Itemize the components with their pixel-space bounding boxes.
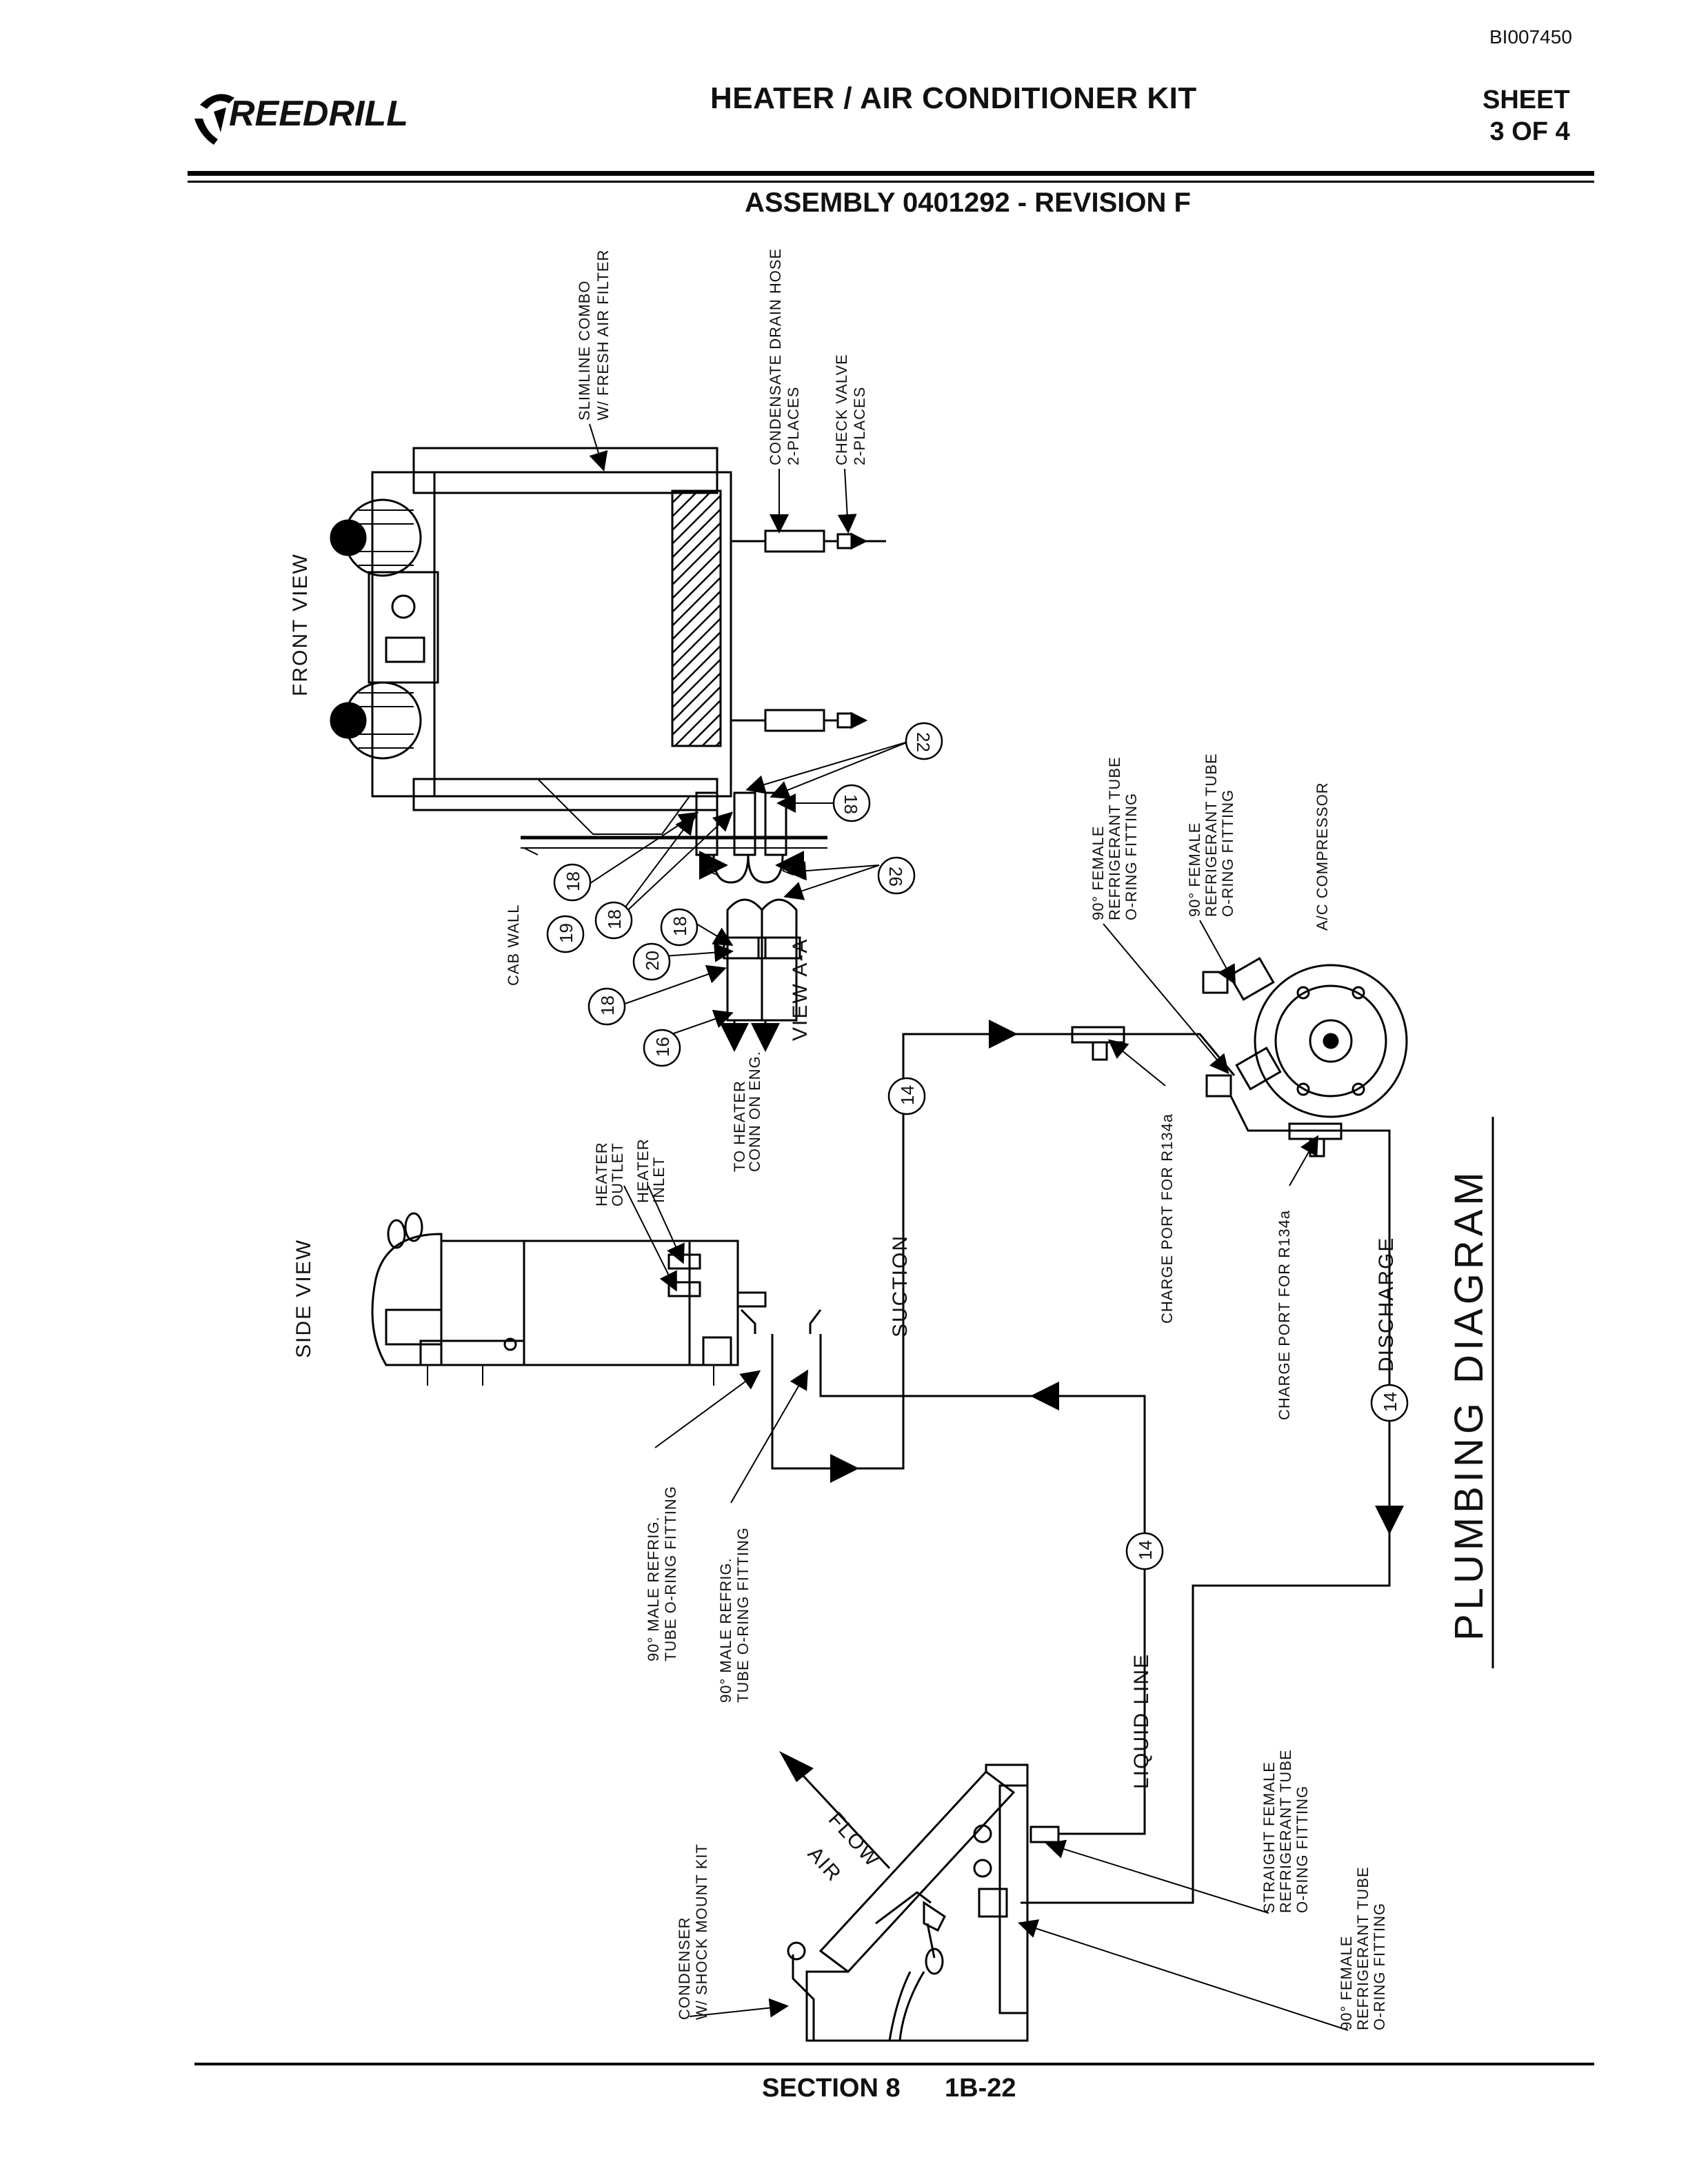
side-housing (523, 1240, 739, 1366)
male90-a-label-1: 90° MALE REFRIG. (645, 1516, 662, 1661)
liquid-line (819, 1334, 1146, 1835)
mount-bracket-top (412, 447, 719, 494)
female90-b-label-2: REFRIGERANT TUBE (1203, 753, 1220, 917)
footer-rule (194, 2063, 1594, 2065)
sheet-label: SHEET (1483, 85, 1570, 114)
slimline-label-2: W/ FRESH AIR FILTER (594, 250, 612, 421)
callout-26: 26 (885, 867, 906, 887)
side-view-label: SIDE VIEW (292, 1239, 315, 1358)
compressor-label: A/C COMPRESSOR (1314, 782, 1331, 931)
callout-18-c: 18 (604, 909, 625, 929)
female90-a-label-2: REFRIGERANT TUBE (1106, 756, 1123, 920)
assembly-title: ASSEMBLY 0401292 - REVISION F (745, 188, 1191, 218)
page-title: HEATER / AIR CONDITIONER KIT (710, 81, 1197, 115)
control-panel (368, 571, 439, 684)
female90-c-label-2: REFRIGERANT TUBE (1354, 1866, 1372, 2030)
condenser-label-1: CONDENSER (676, 1917, 693, 2020)
reedrill-logo: REEDRILL (194, 94, 408, 145)
callout-circles (546, 722, 1409, 1570)
control-knob-icon (391, 594, 416, 619)
evaporator-coil (671, 489, 722, 747)
discharge-label: DISCHARGE (1375, 1237, 1398, 1372)
heater-outlet-port (667, 1253, 701, 1270)
view-aa-label: VIEW A-A (789, 938, 812, 1041)
male90-b-label-2: TUBE O-RING FITTING (734, 1527, 752, 1703)
female90-a-label-3: O-RING FITTING (1123, 793, 1140, 920)
callout-18-e: 18 (597, 995, 618, 1015)
drain-hose-upper (731, 529, 886, 553)
air-flow-label-air: AIR (803, 1843, 846, 1887)
side-view (371, 1212, 767, 1386)
logo-swoosh-icon (194, 94, 234, 145)
callout-16: 16 (652, 1037, 673, 1057)
heater-inlet-label-1: HEATER (634, 1138, 652, 1203)
charge-port-label-2: CHARGE PORT FOR R134a (1276, 1210, 1293, 1420)
female90-b-label-1: 90° FEMALE (1186, 822, 1203, 917)
plumbing-diagram-title: PLUMBING DIAGRAM (1447, 1168, 1491, 1641)
callout-18-a: 18 (841, 794, 861, 814)
section-marker-a2: A (779, 865, 796, 876)
check-valve-label-2: 2-PLACES (851, 387, 868, 465)
callout-14-suction: 14 (897, 1085, 918, 1105)
callout-20: 20 (642, 951, 663, 971)
front-view-label: FRONT VIEW (289, 553, 312, 696)
straight-female-label-1: STRAIGHT FEMALE (1260, 1761, 1278, 1913)
slimline-housing (371, 471, 732, 798)
charge-port-label-1: CHARGE PORT FOR R134a (1158, 1113, 1176, 1324)
liquid-line-label: LIQUID LINE (1130, 1653, 1153, 1789)
male90-a-label-2: TUBE O-RING FITTING (662, 1486, 679, 1661)
sheet-number: 3 OF 4 (1489, 117, 1570, 146)
heater-inlet-label-2: INLET (650, 1157, 667, 1203)
sheet-indicator: SHEET 3 OF 4 (1483, 84, 1570, 148)
to-heater-label-2: CONN ON ENG. (746, 1051, 763, 1172)
section-marker-a: A (703, 865, 721, 876)
callout-18-b: 18 (563, 871, 583, 891)
air-flow-arrow-icon (779, 1751, 891, 1870)
callout-22: 22 (913, 732, 934, 752)
mount-bracket-bottom (412, 778, 719, 811)
female90-a-label-1: 90° FEMALE (1089, 826, 1107, 920)
header-rule-thick (188, 171, 1594, 176)
suction-label: SUCTION (889, 1235, 912, 1337)
check-valve-label-1: CHECK VALVE (833, 354, 850, 465)
condenser-label-2: W/ SHOCK MOUNT KIT (693, 1843, 710, 2020)
slimline-label-1: SLIMLINE COMBO (576, 281, 593, 421)
drain-hose-lower (731, 709, 868, 732)
condenser (787, 1763, 1060, 2042)
ac-compressor (1202, 957, 1408, 1118)
to-heater-label-1: TO HEATER (731, 1080, 748, 1172)
straight-female-label-2: REFRIGERANT TUBE (1277, 1749, 1294, 1913)
suction-line (771, 1033, 1072, 1470)
straight-female-label-3: O-RING FITTING (1294, 1786, 1311, 1913)
section-view-aa (699, 851, 804, 1052)
footer-page-number: 1B-22 (945, 2074, 1016, 2103)
footer-section: SECTION 8 (762, 2074, 901, 2103)
logo-text: REEDRILL (229, 94, 408, 134)
cab-wall-label: CAB WALL (505, 904, 522, 986)
heater-outlet-label-2: OUTLET (609, 1142, 626, 1206)
female90-c-label-3: O-RING FITTING (1371, 1903, 1388, 2030)
callout-18-d: 18 (670, 916, 690, 936)
callout-14-liquid: 14 (1135, 1540, 1156, 1560)
leader-lines (523, 423, 1349, 2031)
discharge-line (1021, 1095, 1391, 1904)
female90-b-label-3: O-RING FITTING (1219, 789, 1236, 917)
drain-label-2: 2-PLACES (785, 387, 802, 465)
callout-19: 19 (556, 923, 576, 943)
document-id: BI007450 (1489, 26, 1572, 48)
heater-outlet-label-1: HEATER (593, 1142, 610, 1206)
drain-label-1: CONDENSATE DRAIN HOSE (767, 248, 784, 465)
front-view (330, 447, 886, 884)
callout-numbers: 22 18 18 19 18 18 20 18 16 26 14 14 14 (556, 732, 1400, 1560)
callout-14-discharge: 14 (1380, 1392, 1400, 1412)
refrigerant-lines (740, 1020, 1404, 1904)
female90-c-label-1: 90° FEMALE (1338, 1936, 1355, 2030)
header-rule-thin (188, 181, 1594, 183)
male90-b-label-1: 90° MALE REFRIG. (717, 1557, 734, 1703)
